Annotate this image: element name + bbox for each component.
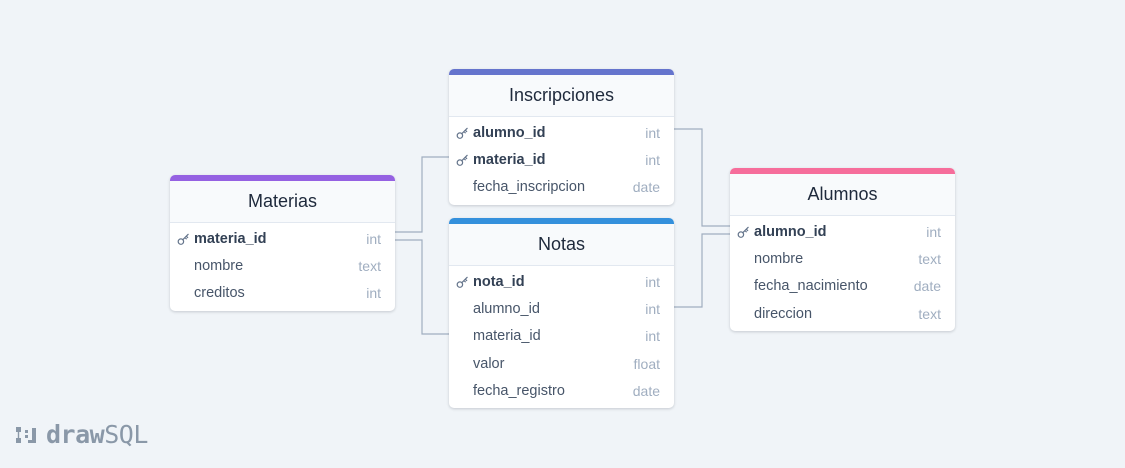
column-type: text <box>918 250 941 267</box>
column-row-nota-id[interactable]: nota_id int <box>449 268 674 295</box>
column-name: alumno_id <box>754 223 827 240</box>
column-name: alumno_id <box>473 300 540 317</box>
brand-draw-text: draw <box>46 420 105 449</box>
column-type: text <box>358 257 381 274</box>
column-type: int <box>366 230 381 247</box>
column-row-alumno-id[interactable]: alumno_id int <box>449 119 674 146</box>
column-name: fecha_registro <box>473 382 565 399</box>
column-type: int <box>926 223 941 240</box>
relation-notas-materias[interactable] <box>395 239 449 335</box>
key-icon <box>456 153 469 166</box>
table-header-notas[interactable]: Notas <box>449 218 674 266</box>
column-name: valor <box>473 355 505 372</box>
column-type: date <box>632 179 660 196</box>
column-name: materia_id <box>473 151 546 168</box>
relation-inscripciones-materias[interactable] <box>395 156 449 233</box>
column-name: fecha_nacimiento <box>754 278 868 295</box>
column-name: nota_id <box>473 273 525 290</box>
column-row-materia-id[interactable]: materia_id int <box>449 323 674 350</box>
column-type: int <box>645 300 660 317</box>
column-row-nombre[interactable]: nombre text <box>170 252 395 279</box>
column-type: int <box>645 273 660 290</box>
key-icon <box>177 232 190 245</box>
column-name: direccion <box>754 305 813 322</box>
table-header-alumnos[interactable]: Alumnos <box>730 168 955 216</box>
column-row-creditos[interactable]: creditos int <box>170 280 395 307</box>
column-type: text <box>918 305 941 322</box>
column-row-fecha-inscripcion[interactable]: fecha_inscripcion date <box>449 174 674 201</box>
key-icon <box>737 225 750 238</box>
column-name: nombre <box>194 257 244 274</box>
relation-notas-alumnos[interactable] <box>674 233 730 308</box>
column-row-valor[interactable]: valor float <box>449 350 674 377</box>
table-alumnos[interactable]: Alumnos alumno_id int nombre text fecha_naci… <box>730 168 955 332</box>
table-header-materias[interactable]: Materias <box>170 175 395 223</box>
column-type: int <box>366 285 381 302</box>
column-row-alumno-id[interactable]: alumno_id int <box>730 218 955 245</box>
column-row-nombre[interactable]: nombre text <box>730 245 955 272</box>
column-type: int <box>645 124 660 141</box>
column-row-alumno-id[interactable]: alumno_id int <box>449 295 674 322</box>
column-type: int <box>645 151 660 168</box>
column-name: fecha_inscripcion <box>473 179 586 196</box>
column-type: float <box>633 355 660 372</box>
column-row-fecha-nacimiento[interactable]: fecha_nacimiento date <box>730 273 955 300</box>
column-name: creditos <box>194 285 245 302</box>
column-type: int <box>645 328 660 345</box>
brand-sql-text: SQL <box>104 420 148 449</box>
column-name: nombre <box>754 250 804 267</box>
key-icon <box>456 126 469 139</box>
drawsql-logo-icon <box>16 426 36 443</box>
column-row-direccion[interactable]: direccion text <box>730 300 955 327</box>
relation-inscripciones-alumnos[interactable] <box>674 128 730 227</box>
table-header-inscripciones[interactable]: Inscripciones <box>449 69 674 117</box>
column-type: date <box>632 382 660 399</box>
column-row-materia-id[interactable]: materia_id int <box>449 146 674 173</box>
column-name: alumno_id <box>473 124 546 141</box>
column-type: date <box>913 278 941 295</box>
column-name: materia_id <box>194 230 267 247</box>
column-name: materia_id <box>473 328 541 345</box>
column-row-fecha-registro[interactable]: fecha_registro date <box>449 377 674 404</box>
column-row-materia-id[interactable]: materia_id int <box>170 225 395 252</box>
key-icon <box>456 275 469 288</box>
